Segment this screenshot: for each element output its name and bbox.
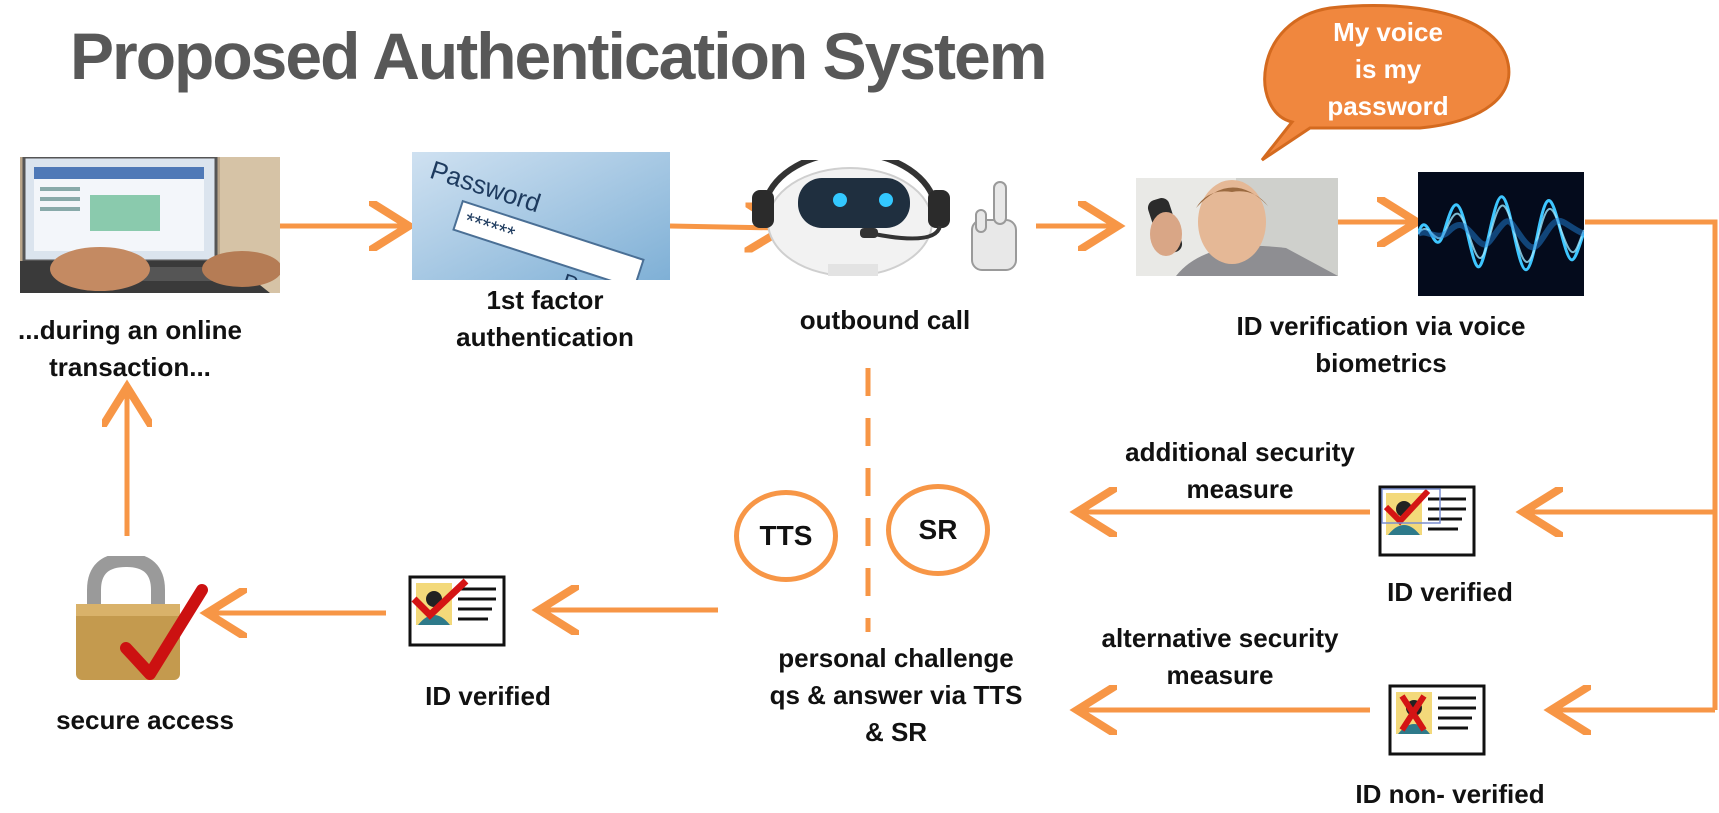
voice-waveform-image <box>1418 172 1584 296</box>
laptop-photo <box>20 157 280 293</box>
speech-bubble-text: My voice is my password <box>1327 17 1449 121</box>
padlock-check-icon <box>76 556 208 680</box>
tts-circle: TTS <box>734 490 838 582</box>
caption-id-verified-mid: ID verified <box>425 681 551 711</box>
id-card-icon <box>1388 684 1486 756</box>
robot-headset-icon <box>752 160 1017 276</box>
sr-label: SR <box>918 514 958 545</box>
id-card-icon <box>1378 485 1476 557</box>
caption-id-nonverified: ID non- verified <box>1355 779 1545 809</box>
page-title: Proposed Authentication System <box>70 19 1047 93</box>
man-on-phone-photo <box>1136 178 1338 276</box>
connector-waveform-right <box>1585 219 1718 710</box>
caption-outbound-call: outbound call <box>799 305 971 335</box>
password-field-photo: eko Password ****** Passw <box>412 152 670 280</box>
id-card-icon <box>408 575 506 647</box>
tts-label: TTS <box>759 520 813 551</box>
caption-secure-access: secure access <box>56 705 234 735</box>
caption-id-verified-right: ID verified <box>1387 577 1513 607</box>
sr-circle: SR <box>886 484 990 576</box>
